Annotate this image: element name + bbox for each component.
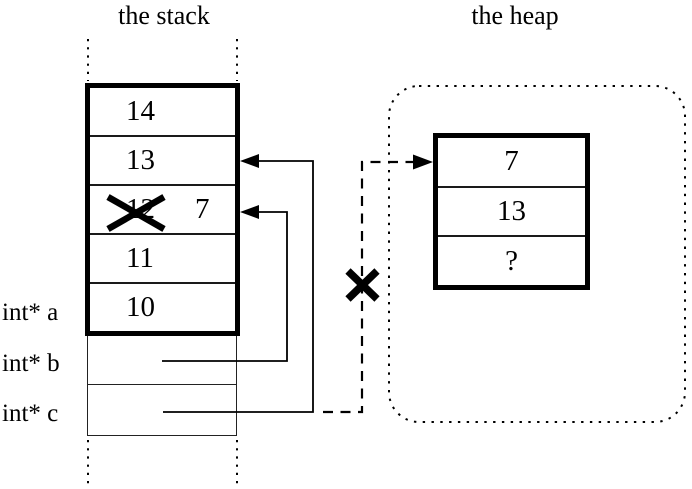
- cross-stroke: [345, 268, 380, 302]
- heap-cell-value: 13: [497, 195, 526, 227]
- heap-cell-13: 13: [438, 188, 585, 238]
- stack-cell-10: 10: [90, 284, 235, 331]
- dangling-pointer-dashed-arrow: [323, 154, 433, 414]
- pointer-label-c: int* c: [2, 400, 59, 427]
- dangling-pointer-line: [323, 160, 416, 414]
- heap-cell-value: ?: [505, 244, 518, 277]
- heap-title: the heap: [471, 1, 559, 30]
- stack-cell-11: 11: [90, 235, 235, 284]
- heap-cell-7: 7: [438, 138, 585, 188]
- stack-cell-value: 14: [126, 95, 155, 127]
- dangling-pointer-arrowhead-icon: [413, 154, 433, 170]
- stack-cell-value: 13: [126, 144, 155, 176]
- stack-cell-13: 13: [90, 137, 235, 186]
- stack-cell-14: 14: [90, 88, 235, 137]
- pointer-b-arrowhead-icon: [240, 205, 259, 219]
- invalid-pointer-cross-icon: [345, 268, 380, 302]
- pointer-c-arrowhead-icon: [240, 154, 259, 168]
- stack-cell-value: 10: [126, 291, 155, 323]
- replacement-value: 7: [195, 193, 210, 225]
- stack-cell-overwritten: 12 7: [90, 186, 235, 235]
- crossed-out-old-value: 12: [126, 193, 155, 225]
- heap-cell-value: 7: [504, 145, 519, 178]
- stack-title: the stack: [118, 1, 210, 30]
- pointer-label-a: int* a: [2, 299, 59, 326]
- stack-slot-pointer-b: [87, 336, 237, 385]
- stack-cell-value: 11: [126, 242, 154, 274]
- heap-block-box: 7 13 ?: [433, 133, 590, 290]
- cross-stroke: [345, 268, 380, 302]
- stack-frame-box: 14 13 12 7 11 10: [85, 83, 240, 336]
- pointer-label-b: int* b: [2, 350, 60, 377]
- heap-cell-unknown: ?: [438, 237, 585, 285]
- stack-slot-pointer-c: [87, 385, 237, 436]
